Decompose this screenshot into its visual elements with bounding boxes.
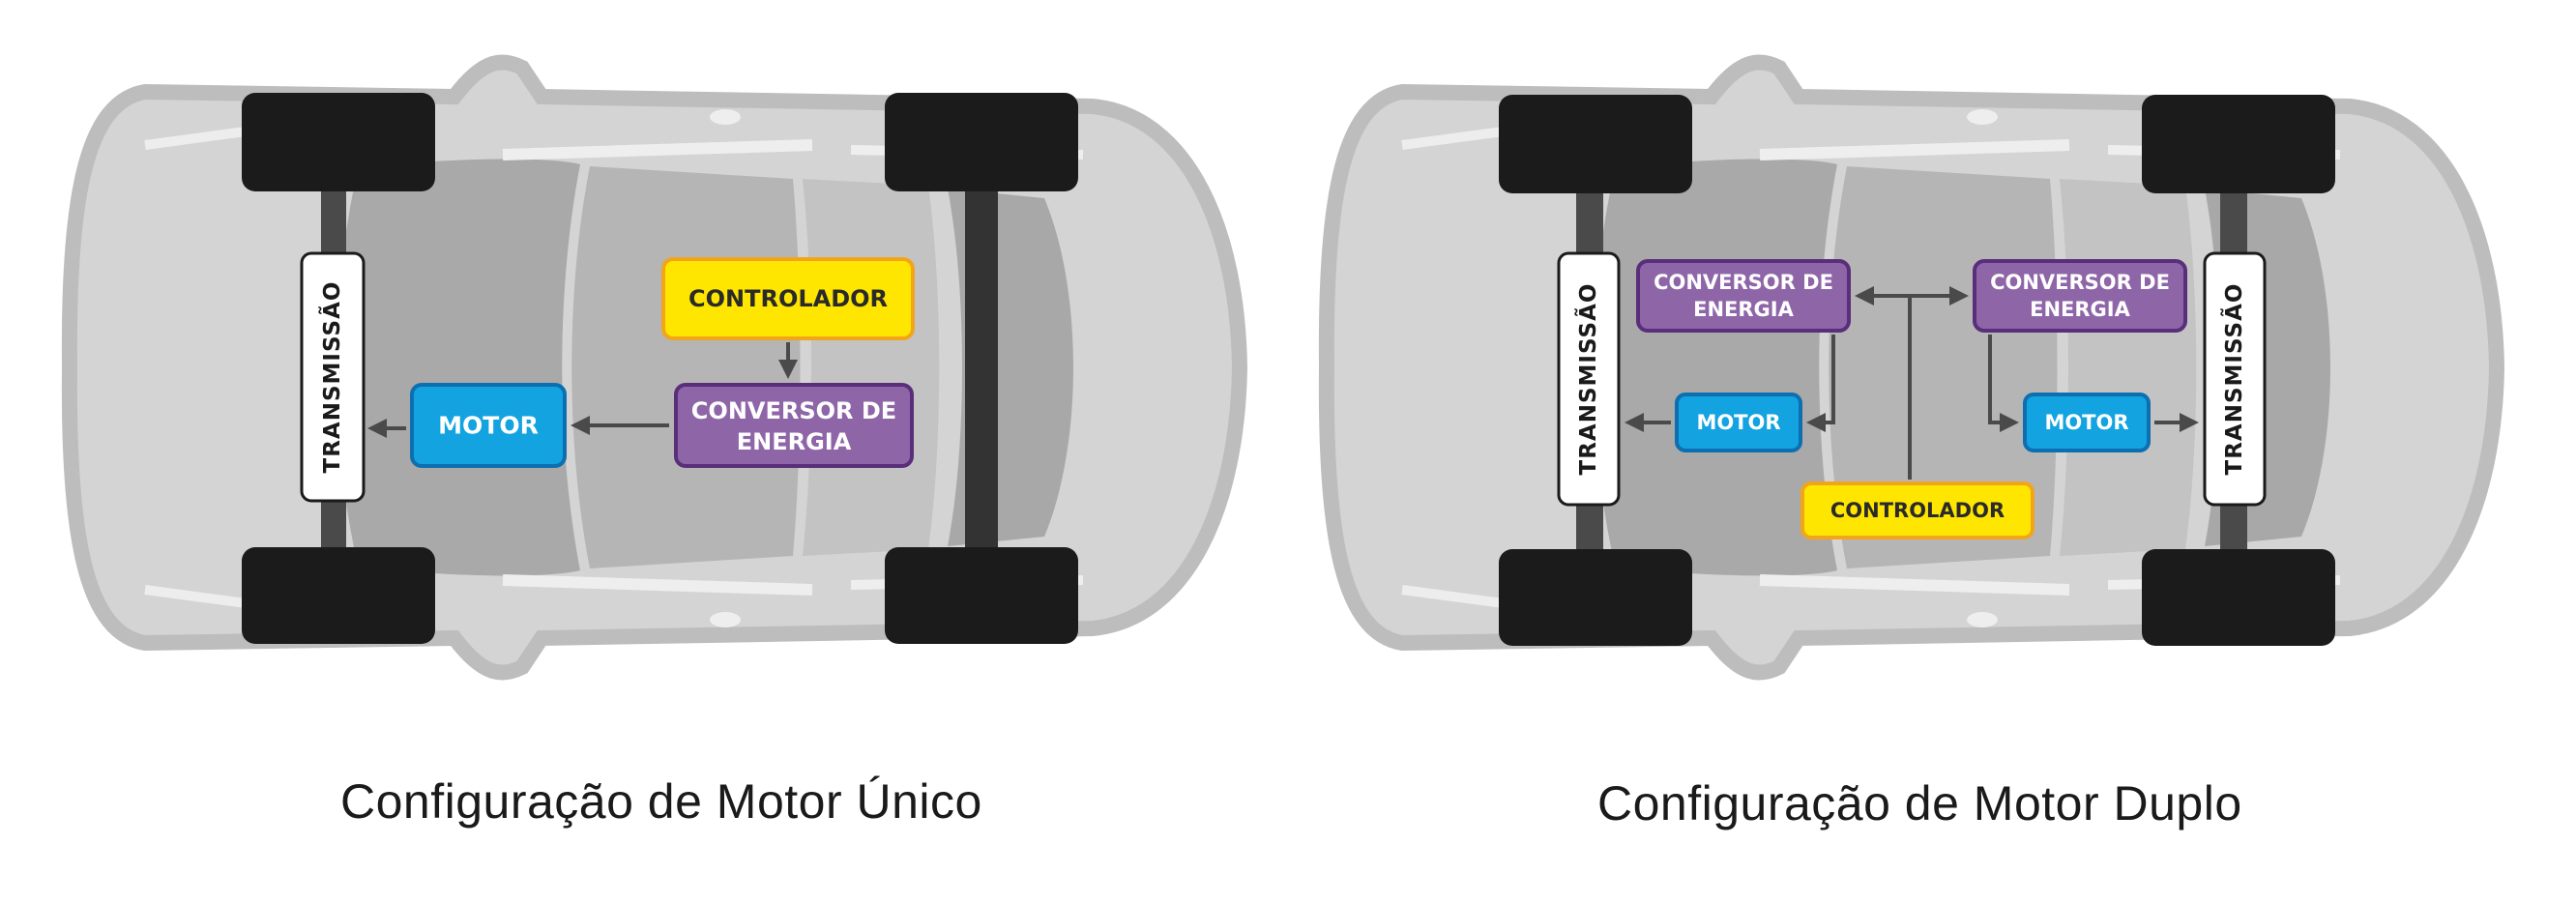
converter-right-line2: ENERGIA	[2030, 298, 2130, 321]
caption-dual-motor: Configuração de Motor Duplo	[1597, 776, 2242, 830]
transmission-box	[300, 251, 366, 503]
converter-left-line2: ENERGIA	[1693, 298, 1794, 321]
motor-right-label: MOTOR	[2044, 411, 2128, 434]
controller-label: CONTROLADOR	[688, 285, 888, 312]
converter-label-line2: ENERGIA	[737, 428, 852, 455]
tire-front-top-right	[1499, 95, 1692, 193]
tire-rear-bottom-right	[2142, 549, 2335, 646]
motor-left-label: MOTOR	[1696, 411, 1780, 434]
motor-label: MOTOR	[438, 412, 539, 440]
rear-axle	[965, 184, 998, 551]
single-motor-car: TRANSMISSÃO MOTOR CONVERSOR DE ENERGIA C…	[70, 62, 1240, 672]
converter-left-line1: CONVERSOR DE	[1654, 271, 1833, 294]
transmission-box-left	[1557, 251, 1621, 507]
arrow-converter-left-to-motor-left	[1806, 335, 1835, 432]
converter-box	[674, 383, 914, 468]
tire-rear-top	[885, 93, 1078, 191]
motor-box-right	[2023, 393, 2151, 452]
motor-box-left	[1675, 393, 1802, 452]
transmission-label: TRANSMISSÃO	[318, 281, 345, 474]
dual-motor-car: TRANSMISSÃO TRANSMISSÃO CONVERSOR DE ENE…	[1327, 62, 2497, 672]
transmission-left-label: TRANSMISSÃO	[1574, 283, 1601, 476]
converter-box-left	[1636, 259, 1851, 333]
tire-front-top	[242, 93, 435, 191]
controller-dual-label: CONTROLADOR	[1830, 499, 2005, 522]
controller-box-dual	[1800, 481, 2034, 539]
transmission-right-label: TRANSMISSÃO	[2220, 283, 2247, 476]
converter-label-line1: CONVERSOR DE	[691, 397, 896, 424]
transmission-box-right	[2203, 251, 2267, 507]
arrow-converter-right-to-motor-right	[1988, 335, 2019, 432]
converter-box-right	[1973, 259, 2187, 333]
caption-single-motor: Configuração de Motor Único	[340, 774, 982, 829]
converter-right-line1: CONVERSOR DE	[1990, 271, 2170, 294]
tire-front-bottom	[242, 547, 435, 644]
tire-rear-bottom	[885, 547, 1078, 644]
tire-front-bottom-right	[1499, 549, 1692, 646]
motor-box	[410, 383, 567, 468]
controller-box	[661, 257, 915, 340]
tire-rear-top-right	[2142, 95, 2335, 193]
